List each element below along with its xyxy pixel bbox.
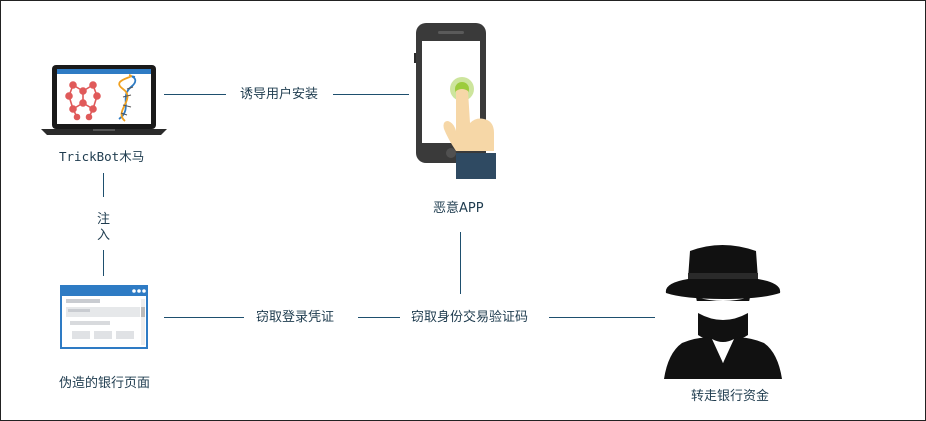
edge-label-inject-line2: 入	[97, 228, 111, 243]
node-label-malicious-app: 恶意APP	[433, 201, 484, 216]
smartphone-tap-icon	[414, 23, 496, 179]
edge-install-left	[164, 94, 226, 95]
edge-label-steal-code: 窃取身份交易验证码	[411, 310, 529, 325]
edge-steal-code-right	[549, 317, 655, 318]
edge-label-steal-login: 窃取登录凭证	[256, 310, 335, 325]
browser-window-icon	[60, 285, 148, 349]
edge-inject-bottom	[103, 250, 104, 276]
edge-label-install: 诱导用户安装	[240, 87, 319, 102]
node-label-attacker: 转走银行资金	[691, 389, 770, 404]
edge-steal-code-vertical	[460, 232, 461, 294]
edge-label-inject-line1: 注	[97, 212, 111, 227]
edge-inject-top	[103, 173, 104, 197]
hacker-hat-icon	[664, 245, 782, 379]
edge-steal-login-left	[164, 317, 244, 318]
laptop-dna-icon	[41, 65, 167, 135]
edge-install-right	[333, 94, 409, 95]
node-label-fake-bank-page: 伪造的银行页面	[59, 376, 151, 391]
edge-steal-login-right	[358, 317, 400, 318]
node-label-trickbot: TrickBot木马	[59, 149, 145, 164]
